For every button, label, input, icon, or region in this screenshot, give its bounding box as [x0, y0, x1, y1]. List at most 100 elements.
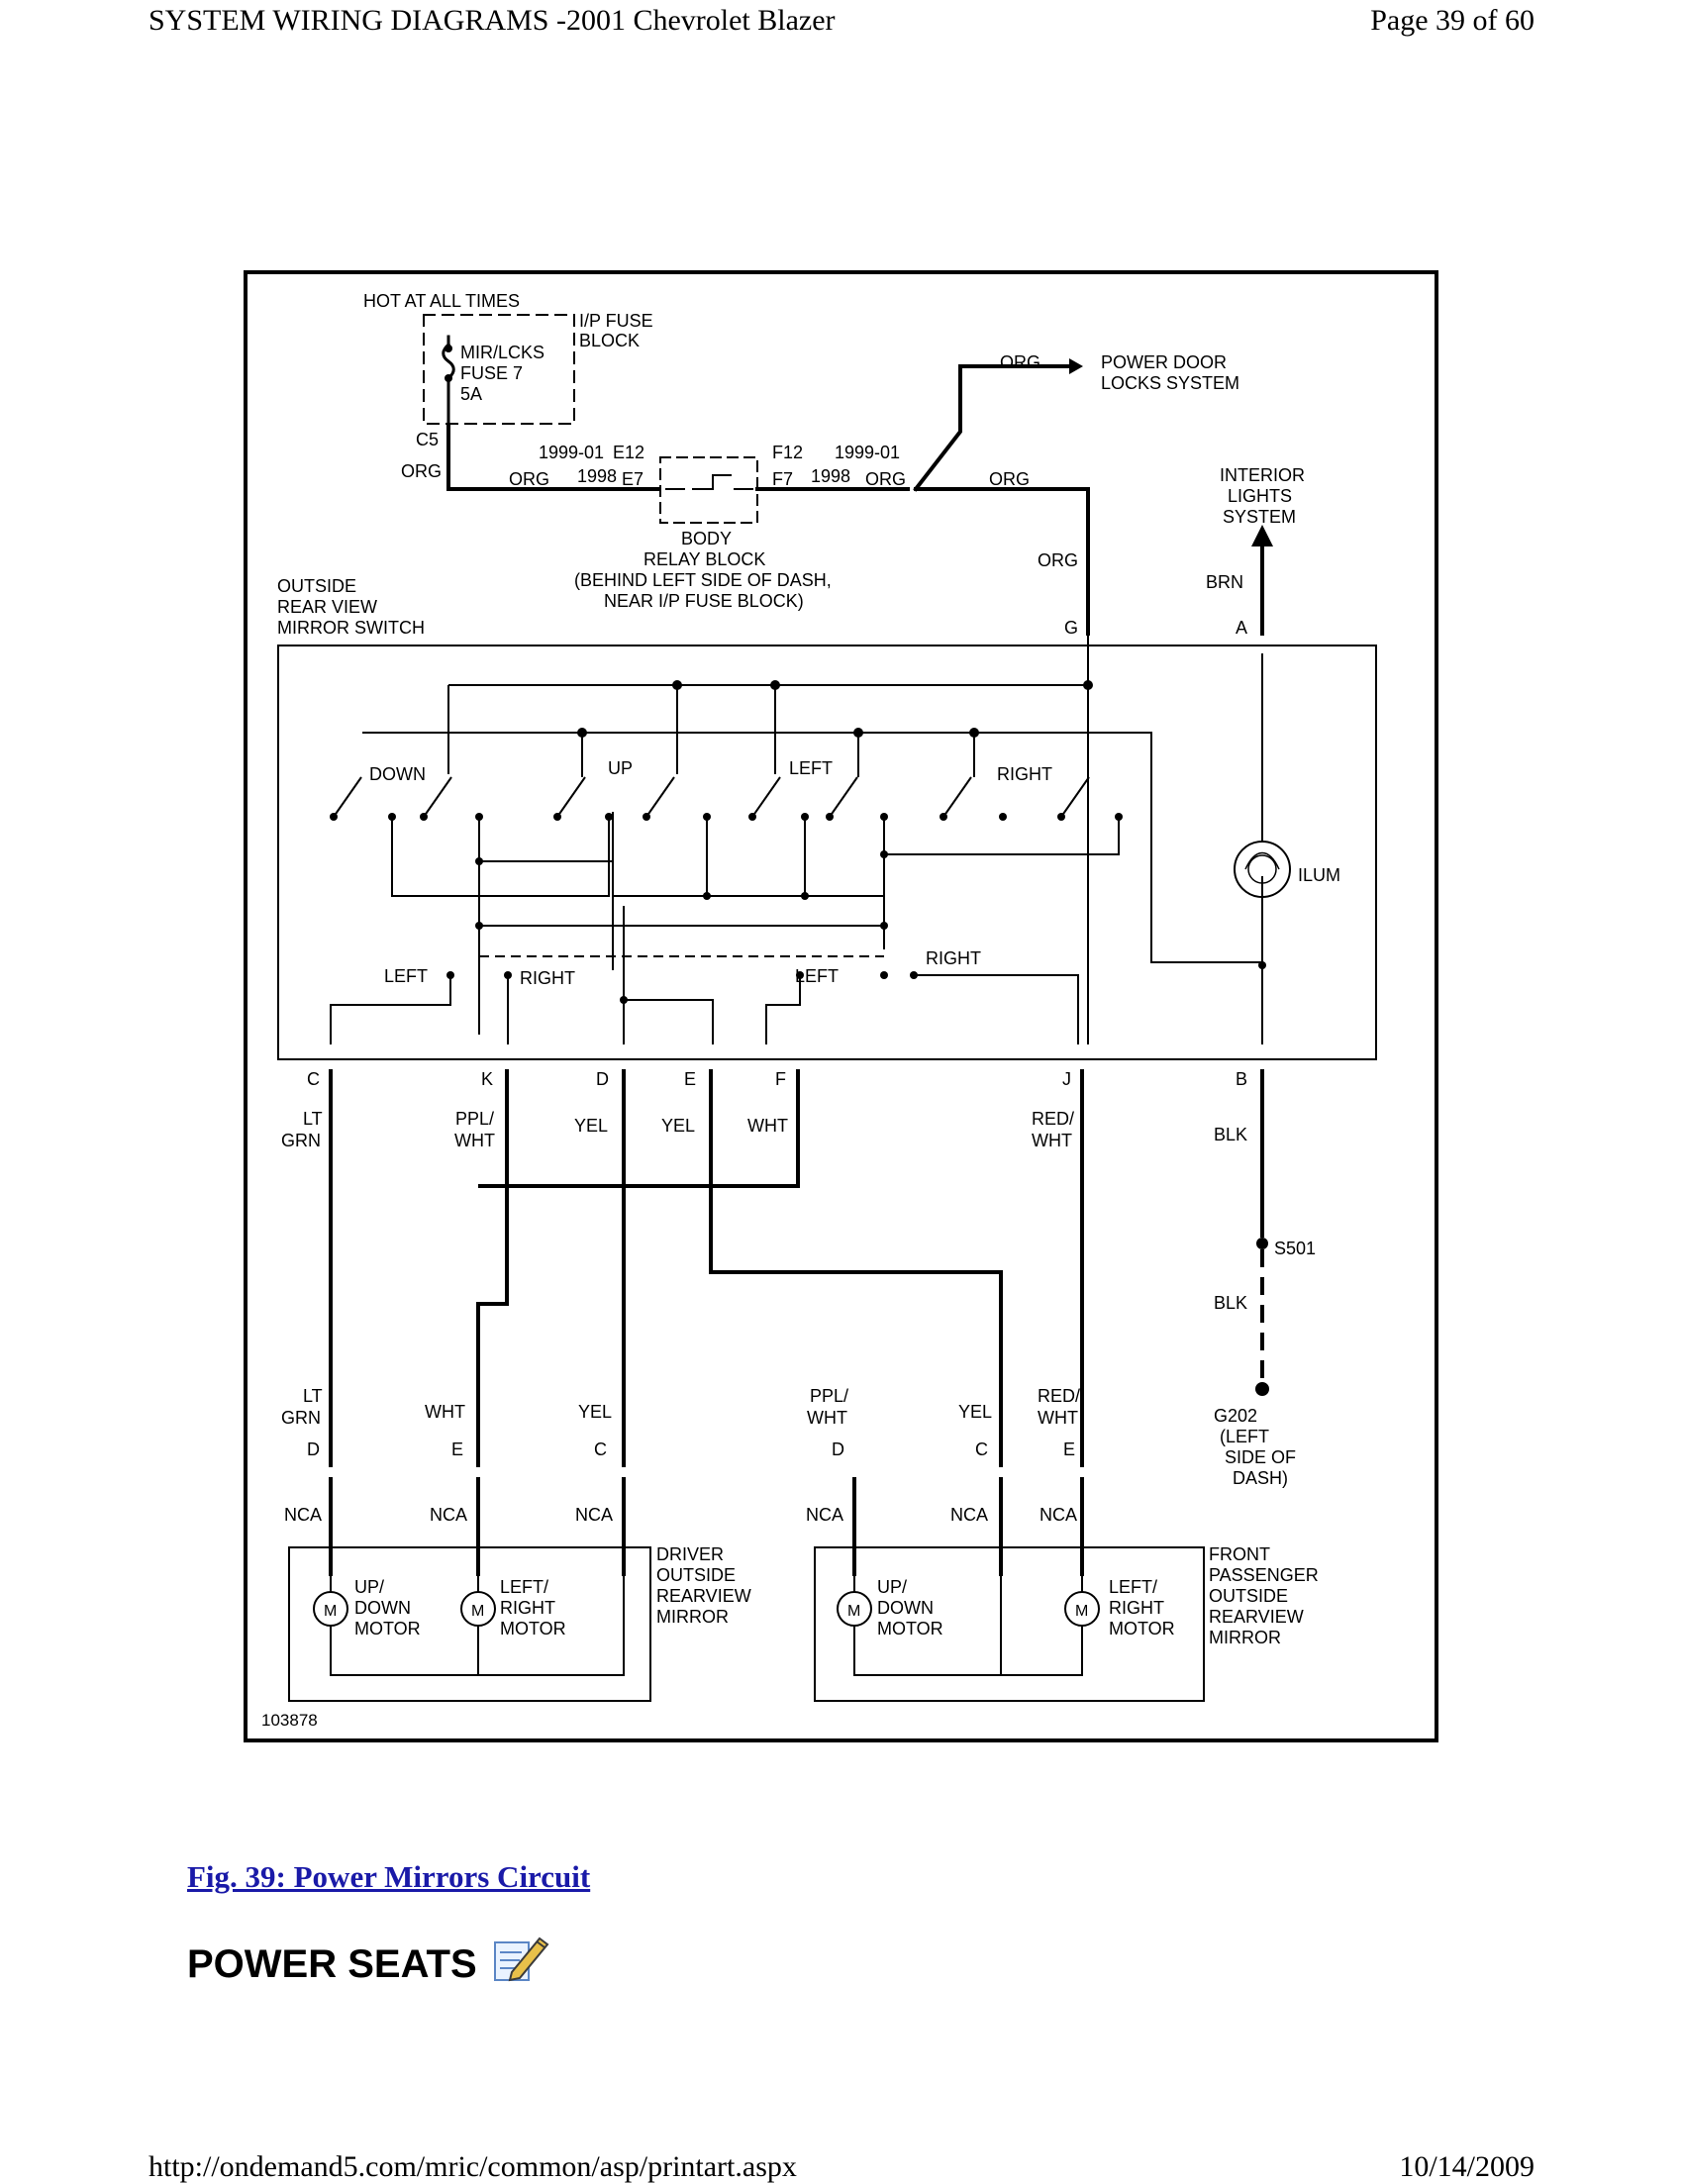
svg-text:GRN: GRN [281, 1131, 321, 1150]
svg-text:I/P FUSE: I/P FUSE [579, 311, 653, 331]
svg-text:B: B [1236, 1069, 1247, 1089]
svg-text:M: M [324, 1603, 337, 1620]
svg-text:LEFT: LEFT [789, 758, 833, 778]
svg-text:F7: F7 [772, 469, 793, 489]
svg-text:A: A [1236, 618, 1247, 638]
svg-text:YEL: YEL [574, 1116, 608, 1136]
page-footer-url: http://ondemand5.com/mric/common/asp/pri… [148, 2150, 797, 2183]
svg-text:F12: F12 [772, 443, 803, 462]
svg-text:WHT: WHT [747, 1116, 788, 1136]
svg-text:RELAY BLOCK: RELAY BLOCK [644, 549, 765, 569]
svg-text:E: E [1063, 1439, 1075, 1459]
svg-text:NEAR I/P FUSE BLOCK): NEAR I/P FUSE BLOCK) [604, 591, 804, 611]
svg-text:D: D [832, 1439, 844, 1459]
svg-text:1998: 1998 [811, 466, 850, 486]
svg-text:PPL/: PPL/ [455, 1109, 494, 1129]
svg-text:ORG: ORG [509, 469, 549, 489]
page-number: Page 39 of 60 [1370, 4, 1534, 37]
svg-text:NCA: NCA [1040, 1505, 1077, 1525]
svg-text:RIGHT: RIGHT [1109, 1598, 1164, 1618]
edit-note-icon[interactable] [492, 1931, 551, 1984]
svg-text:YEL: YEL [958, 1402, 992, 1422]
svg-text:YEL: YEL [578, 1402, 612, 1422]
svg-text:ILUM: ILUM [1298, 865, 1340, 885]
svg-text:REARVIEW: REARVIEW [1209, 1607, 1304, 1627]
svg-text:D: D [307, 1439, 320, 1459]
svg-text:MIR/LCKS: MIR/LCKS [460, 343, 544, 362]
svg-text:WHT: WHT [1038, 1408, 1078, 1428]
svg-text:DOWN: DOWN [369, 764, 426, 784]
page-footer-date: 10/14/2009 [1399, 2150, 1534, 2183]
page-header-title: SYSTEM WIRING DIAGRAMS -2001 Chevrolet B… [148, 4, 836, 37]
svg-text:RED/: RED/ [1038, 1386, 1080, 1406]
svg-text:REARVIEW: REARVIEW [656, 1586, 751, 1606]
svg-text:NCA: NCA [430, 1505, 467, 1525]
svg-text:NCA: NCA [806, 1505, 843, 1525]
svg-text:C: C [594, 1439, 607, 1459]
svg-text:MOTOR: MOTOR [877, 1619, 943, 1638]
svg-text:MOTOR: MOTOR [354, 1619, 421, 1638]
svg-text:E7: E7 [622, 469, 644, 489]
svg-text:MIRROR SWITCH: MIRROR SWITCH [277, 618, 425, 638]
svg-text:F: F [775, 1069, 786, 1089]
svg-text:NCA: NCA [950, 1505, 988, 1525]
svg-text:M: M [471, 1603, 484, 1620]
svg-text:G: G [1064, 618, 1078, 638]
svg-text:E: E [451, 1439, 463, 1459]
svg-text:G202: G202 [1214, 1406, 1257, 1426]
svg-text:BLK: BLK [1214, 1293, 1247, 1313]
svg-text:DASH): DASH) [1233, 1468, 1288, 1488]
svg-text:OUTSIDE: OUTSIDE [1209, 1586, 1288, 1606]
hot-label: HOT AT ALL TIMES [363, 291, 520, 311]
svg-text:GRN: GRN [281, 1408, 321, 1428]
svg-text:MOTOR: MOTOR [500, 1619, 566, 1638]
svg-text:UP: UP [608, 758, 633, 778]
svg-text:(BEHIND LEFT SIDE OF DASH,: (BEHIND LEFT SIDE OF DASH, [574, 570, 832, 590]
svg-text:INTERIOR: INTERIOR [1220, 465, 1305, 485]
svg-text:ORG: ORG [1000, 352, 1040, 372]
svg-text:5A: 5A [460, 384, 482, 404]
svg-text:RIGHT: RIGHT [500, 1598, 555, 1618]
svg-text:NCA: NCA [284, 1505, 322, 1525]
section-title: POWER SEATS [187, 1942, 477, 1986]
svg-text:SIDE OF: SIDE OF [1225, 1447, 1296, 1467]
svg-text:K: K [481, 1069, 493, 1089]
svg-text:LEFT: LEFT [795, 966, 839, 986]
svg-text:LIGHTS: LIGHTS [1228, 486, 1292, 506]
svg-text:LEFT/: LEFT/ [500, 1577, 548, 1597]
svg-text:RIGHT: RIGHT [926, 948, 981, 968]
svg-text:UP/: UP/ [877, 1577, 907, 1597]
svg-text:OUTSIDE: OUTSIDE [656, 1565, 736, 1585]
svg-text:DOWN: DOWN [354, 1598, 411, 1618]
svg-text:M: M [847, 1603, 860, 1620]
svg-text:WHT: WHT [425, 1402, 465, 1422]
svg-text:SYSTEM: SYSTEM [1223, 507, 1296, 527]
svg-text:UP/: UP/ [354, 1577, 384, 1597]
figure-caption-link[interactable]: Fig. 39: Power Mirrors Circuit [187, 1859, 591, 1894]
svg-text:J: J [1062, 1069, 1071, 1089]
svg-text:BODY: BODY [681, 529, 732, 548]
figure-id: 103878 [261, 1711, 318, 1730]
svg-text:WHT: WHT [807, 1408, 847, 1428]
svg-text:WHT: WHT [454, 1131, 495, 1150]
svg-text:OUTSIDE: OUTSIDE [277, 576, 356, 596]
svg-text:(LEFT: (LEFT [1220, 1427, 1269, 1446]
svg-text:E12: E12 [613, 443, 644, 462]
svg-text:MIRROR: MIRROR [1209, 1628, 1281, 1647]
svg-text:BLK: BLK [1214, 1125, 1247, 1144]
svg-text:BLOCK: BLOCK [579, 331, 640, 350]
svg-text:C5: C5 [416, 430, 439, 449]
svg-text:MOTOR: MOTOR [1109, 1619, 1175, 1638]
svg-text:REAR VIEW: REAR VIEW [277, 597, 377, 617]
svg-text:ORG: ORG [401, 461, 442, 481]
svg-text:LOCKS SYSTEM: LOCKS SYSTEM [1101, 373, 1239, 393]
svg-text:WHT: WHT [1032, 1131, 1072, 1150]
svg-text:DOWN: DOWN [877, 1598, 934, 1618]
svg-text:1999-01: 1999-01 [539, 443, 604, 462]
svg-text:FRONT: FRONT [1209, 1544, 1270, 1564]
svg-text:LEFT/: LEFT/ [1109, 1577, 1157, 1597]
svg-text:RED/: RED/ [1032, 1109, 1074, 1129]
svg-text:LEFT: LEFT [384, 966, 428, 986]
svg-text:NCA: NCA [575, 1505, 613, 1525]
